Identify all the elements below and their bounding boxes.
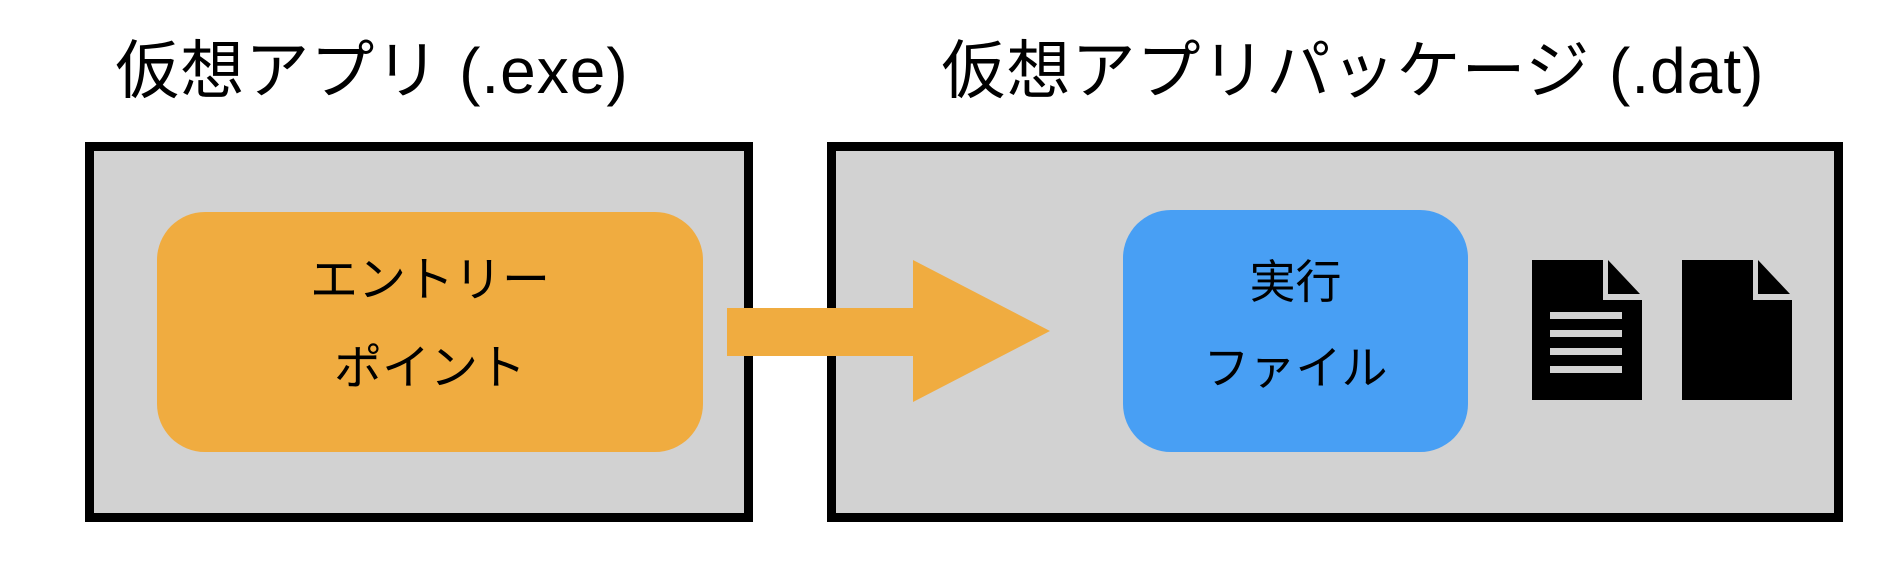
flow-arrow-icon: [727, 260, 1050, 402]
right-box-title: 仮想アプリパッケージ (.dat): [941, 35, 1765, 107]
left-box-title: 仮想アプリ (.exe): [115, 35, 629, 107]
executable-file-label-line2: ファイル: [1203, 342, 1388, 394]
executable-file-node: 実行 ファイル: [1123, 210, 1468, 452]
doc-icon: [1682, 260, 1792, 400]
entry-point-node: エントリー ポイント: [157, 212, 703, 452]
doc-text-icon: [1532, 260, 1642, 400]
entry-point-label-line1: エントリー: [309, 254, 550, 307]
entry-point-label-line2: ポイント: [333, 342, 526, 395]
executable-file-label-line1: 実行: [1249, 256, 1342, 308]
